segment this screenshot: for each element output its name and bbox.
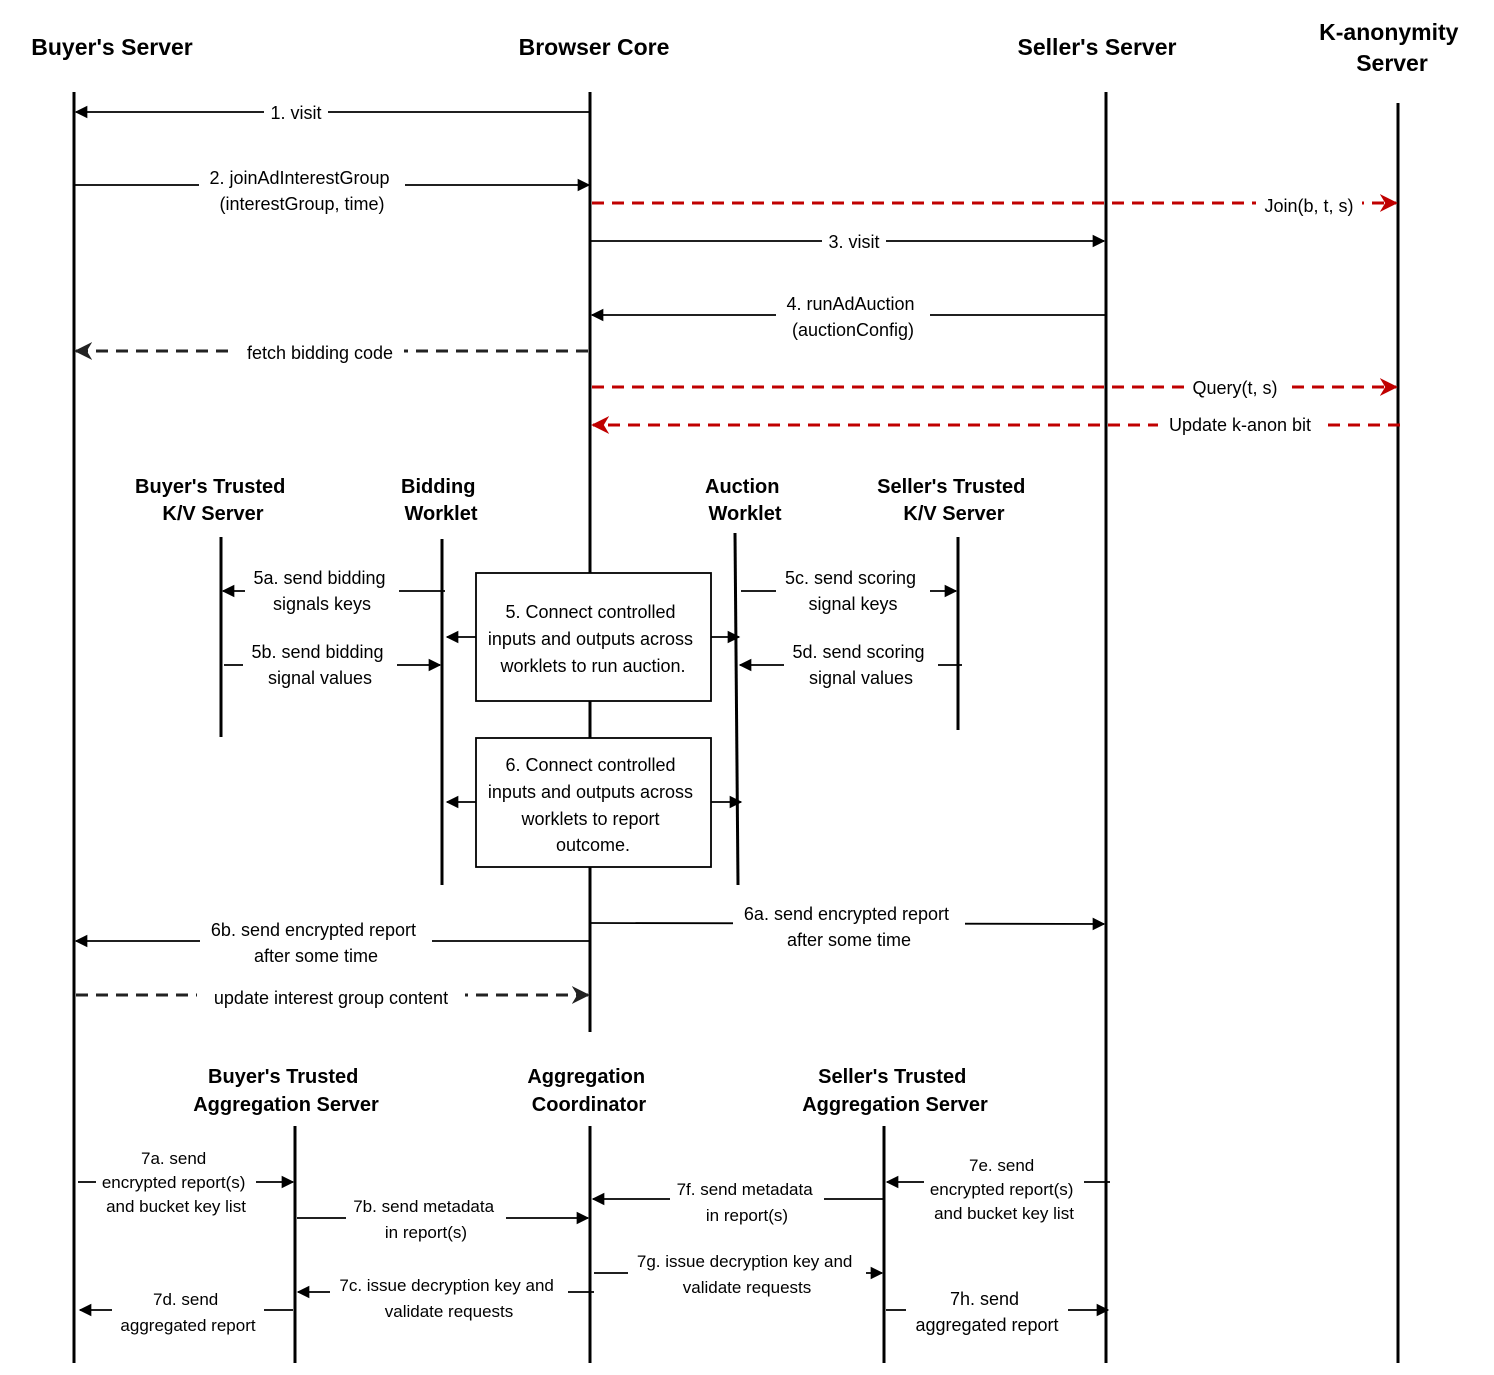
svg-text:3. visit: 3. visit	[828, 232, 879, 252]
message-query-kanon: Query(t, s)	[592, 375, 1398, 400]
svg-text:7c. issue decryption key and: 7c. issue decryption key and validate re…	[339, 1276, 558, 1321]
message-fetch-bidding-code: fetch bidding code	[74, 340, 588, 364]
step-5-box: 5. Connect controlled inputs and outputs…	[445, 572, 741, 702]
message-5b-send-bidding-signal-values: 5b. send bidding signal values	[224, 638, 442, 690]
participant-auction-worklet: Auction Worklet	[705, 476, 785, 525]
message-3-visit: 3. visit	[591, 229, 1106, 253]
svg-text:5a. send bidding signa: 5a. send bidding signals keys	[253, 568, 390, 614]
svg-text:5c. send scoring signa: 5c. send scoring signal keys	[785, 568, 921, 614]
message-update-kanon-bit: Update k-anon bit	[591, 413, 1400, 438]
message-7d-send-aggregated-report: 7d. send aggregated report	[78, 1287, 293, 1337]
svg-text:5. Connect controlled: 5. Connect controlled inputs and outputs…	[488, 602, 698, 676]
participant-seller-agg: Seller's Trusted Aggregation Server	[802, 1066, 988, 1116]
participant-bidding-worklet: Bidding Worklet	[401, 476, 481, 525]
participant-buyer-server: Buyer's Server	[31, 34, 193, 60]
participant-buyer-kv: Buyer's Trusted K/V Server	[135, 476, 291, 525]
svg-text:6b. send encrypted report: 6b. send encrypted report after some tim…	[211, 920, 421, 966]
svg-text:update interest group content: update interest group content	[214, 988, 448, 1008]
participant-seller-server: Seller's Server	[1018, 34, 1177, 60]
message-7f-send-metadata: 7f. send metadata in report(s)	[591, 1176, 883, 1226]
participant-kanon-server: K-anonymity Server	[1319, 19, 1465, 76]
participant-headers: Buyer's Server Browser Core Seller's Ser…	[31, 19, 1465, 1116]
message-6b-send-encrypted-report: 6b. send encrypted report after some tim…	[74, 917, 589, 969]
message-4-run-ad-auction: 4. runAdAuction (auctionConfig)	[590, 291, 1105, 341]
svg-text:7h. send aggregated re: 7h. send aggregated report	[915, 1289, 1058, 1335]
svg-text:6a. send encrypted report: 6a. send encrypted report after some tim…	[744, 904, 954, 950]
message-7a-send-encrypted-reports: 7a. send encrypted report(s) and bucket …	[78, 1147, 295, 1217]
participant-seller-kv: Seller's Trusted K/V Server	[877, 476, 1031, 525]
svg-text:Join(b, t, s): Join(b, t, s)	[1264, 196, 1353, 216]
messages: 1. visit 2. joinAdInterestGroup (interes…	[74, 100, 1400, 1337]
message-6a-send-encrypted-report: 6a. send encrypted report after some tim…	[590, 900, 1106, 952]
message-2-join-ad-interest-group: 2. joinAdInterestGroup (interestGroup, t…	[75, 166, 591, 214]
message-1-visit: 1. visit	[74, 100, 589, 124]
svg-text:fetch bidding code: fetch bidding code	[247, 343, 393, 363]
participant-buyer-agg: Buyer's Trusted Aggregation Server	[193, 1066, 379, 1116]
svg-text:Query(t, s): Query(t, s)	[1192, 378, 1277, 398]
svg-text:1. visit: 1. visit	[270, 103, 321, 123]
participant-browser-core: Browser Core	[519, 34, 670, 60]
message-7h-send-aggregated-report: 7h. send aggregated report	[886, 1286, 1110, 1336]
svg-text:6. Connect controlled: 6. Connect controlled inputs and outputs…	[488, 755, 698, 855]
message-join-kanon: Join(b, t, s)	[592, 192, 1398, 218]
svg-text:Update k-anon bit: Update k-anon bit	[1169, 415, 1311, 435]
message-update-interest-group-content: update interest group content	[76, 984, 590, 1008]
svg-text:7d. send aggregated re: 7d. send aggregated report	[120, 1290, 255, 1335]
message-5d-send-scoring-signal-values: 5d. send scoring signal values	[738, 638, 962, 690]
svg-text:7a. send encrypted rep: 7a. send encrypted report(s) and bucket …	[102, 1149, 250, 1216]
message-5c-send-scoring-signal-keys: 5c. send scoring signal keys	[741, 565, 958, 617]
svg-text:7e. send encrypted rep: 7e. send encrypted report(s) and bucket …	[930, 1156, 1078, 1223]
message-7e-send-encrypted-reports: 7e. send encrypted report(s) and bucket …	[885, 1153, 1110, 1223]
lifeline-auction-worklet	[733, 532, 740, 886]
step-6-box: 6. Connect controlled inputs and outputs…	[445, 737, 743, 868]
svg-text:7f. send metadata in r: 7f. send metadata in report(s)	[677, 1180, 818, 1225]
participant-agg-coordinator: Aggregation Coordinator	[527, 1066, 650, 1116]
message-7b-send-metadata: 7b. send metadata in report(s)	[297, 1193, 590, 1243]
message-5a-send-bidding-signals-keys: 5a. send bidding signals keys	[221, 565, 445, 617]
svg-text:7b. send metadata in r: 7b. send metadata in report(s)	[353, 1197, 499, 1242]
message-7c-issue-decryption-key: 7c. issue decryption key and validate re…	[296, 1273, 594, 1323]
svg-text:5b. send bidding signa: 5b. send bidding signal values	[251, 642, 388, 688]
svg-text:2. joinAdInterestGroup: 2. joinAdInterestGroup (interestGroup, t…	[209, 168, 394, 214]
svg-text:4. runAdAuction (aucti: 4. runAdAuction (auctionConfig)	[786, 294, 919, 340]
message-7g-issue-decryption-key: 7g. issue decryption key and validate re…	[594, 1249, 884, 1299]
lifelines	[72, 92, 1400, 1363]
svg-text:5d. send scoring signa: 5d. send scoring signal values	[792, 642, 929, 688]
svg-text:7g. issue decryption key and: 7g. issue decryption key and validate re…	[637, 1252, 857, 1297]
